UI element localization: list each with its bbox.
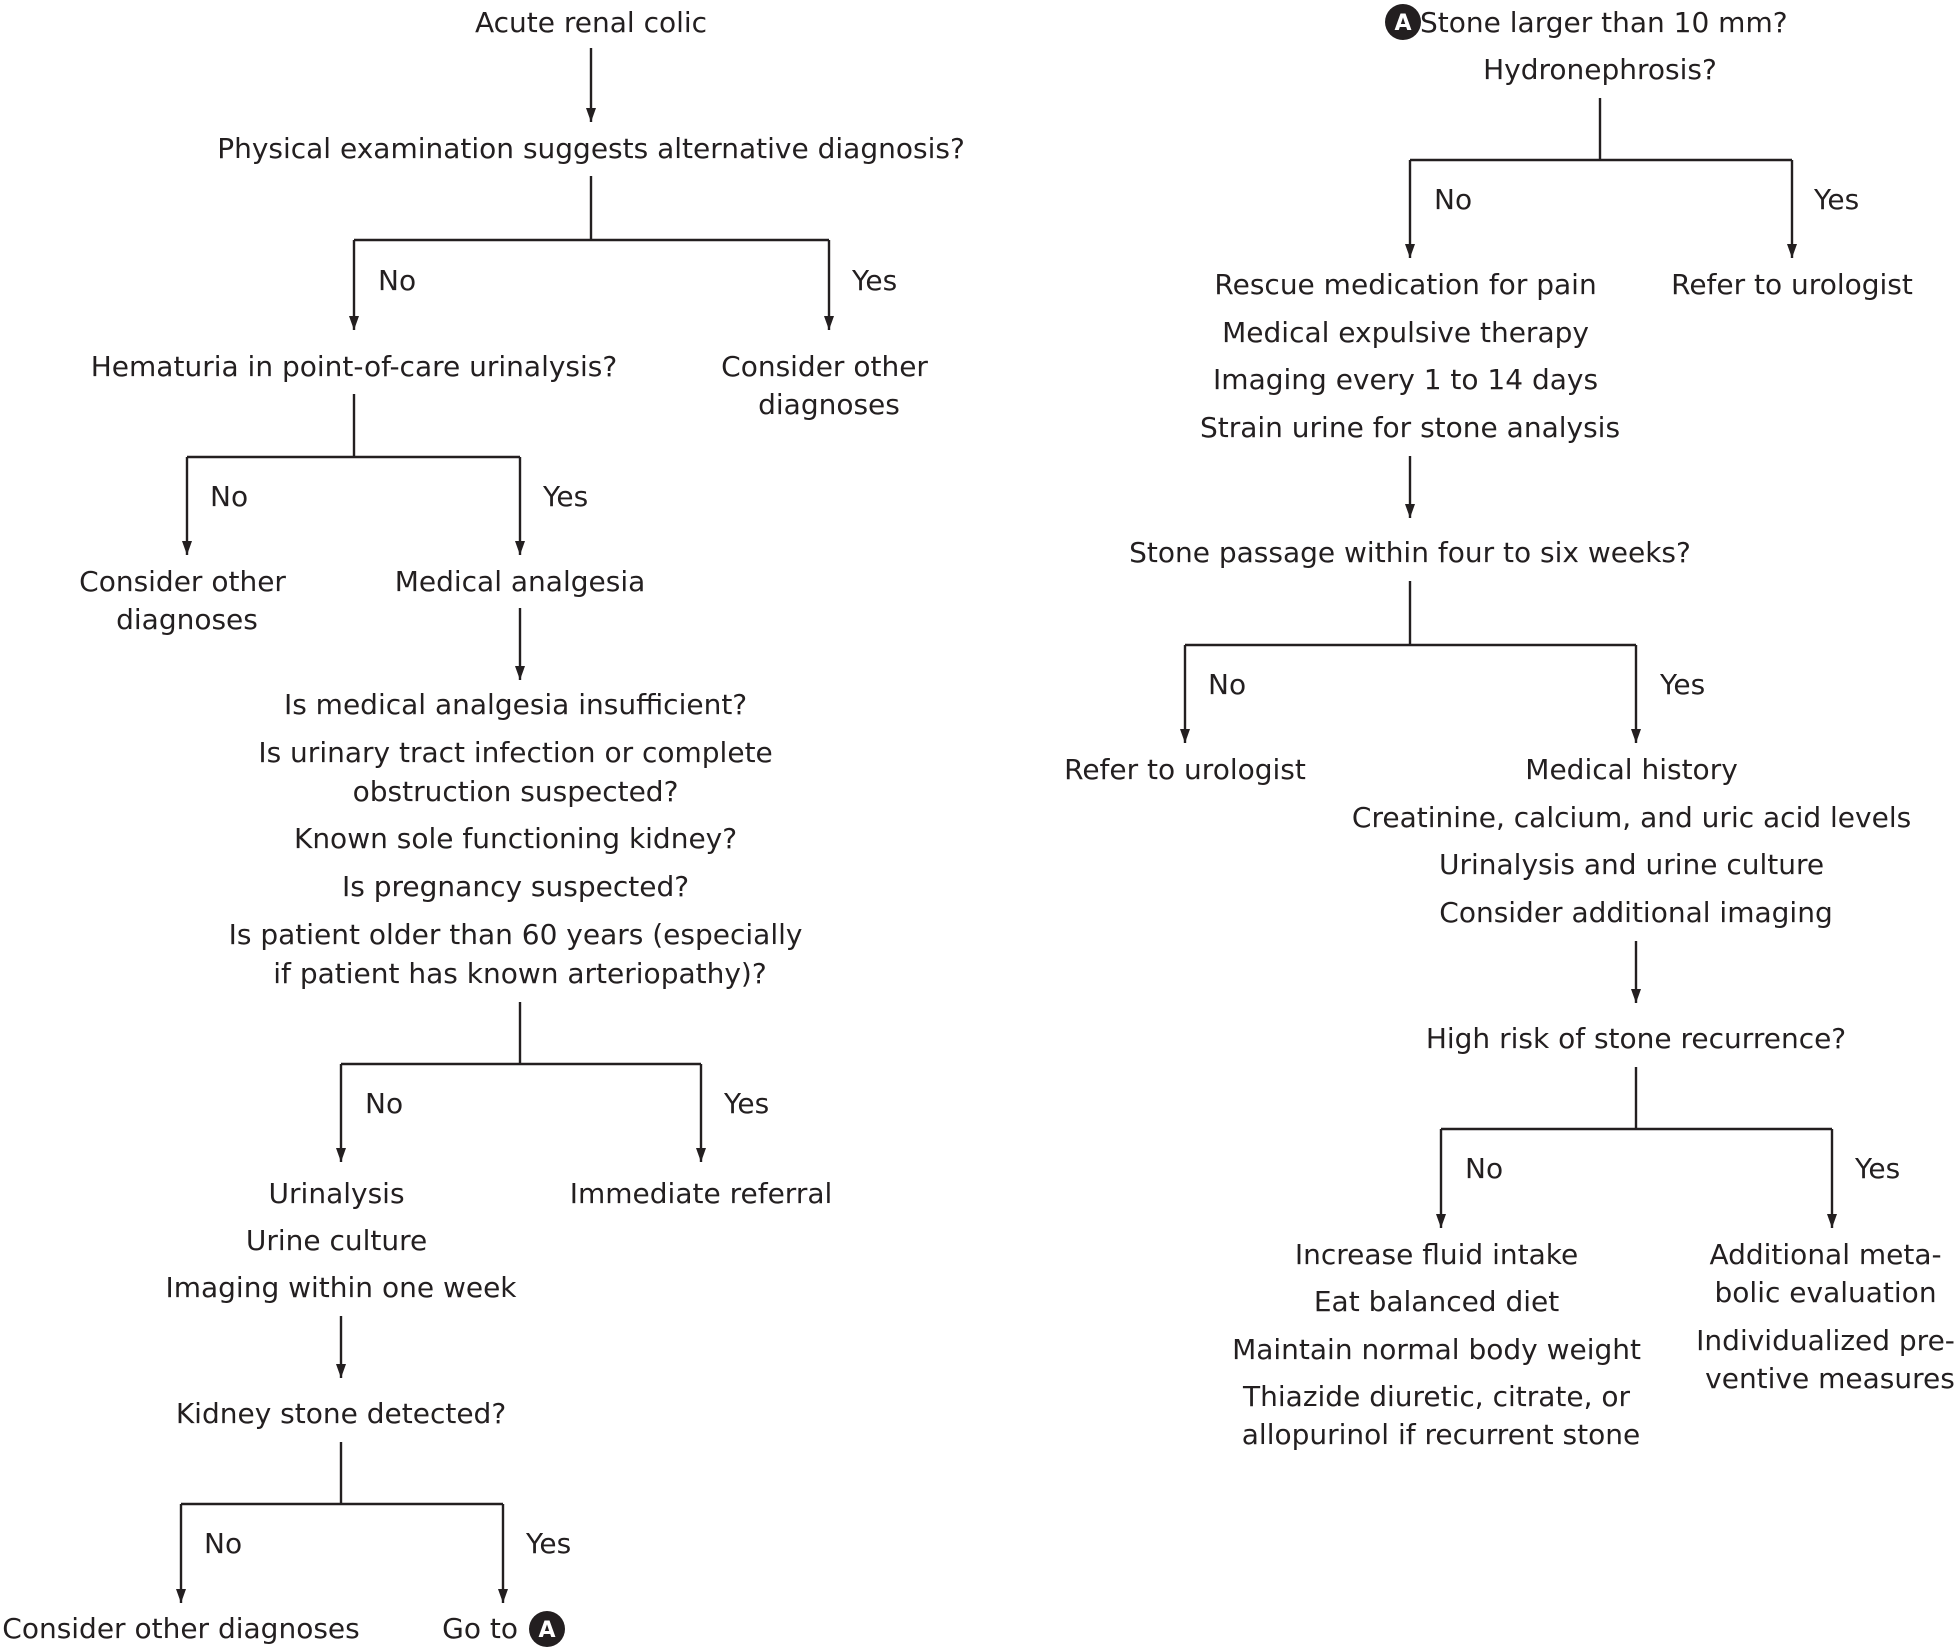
badge-letter: A (1394, 11, 1411, 36)
consider-other-diagnoses-3: Consider other diagnoses (2, 1612, 359, 1645)
immediate-referral-node: Immediate referral (570, 1177, 833, 1210)
question-hydronephrosis: Hydronephrosis? (1483, 53, 1717, 86)
conservative-management-node: Rescue medication for pain Medical expul… (1200, 268, 1620, 444)
start-node: Acute renal colic (475, 6, 707, 39)
label-no: No (378, 264, 416, 297)
consider-other-diagnoses-1: Consider other diagnoses (721, 350, 937, 421)
label-no: No (210, 480, 248, 513)
label-no: No (365, 1087, 403, 1120)
label-yes: Yes (542, 480, 588, 513)
medical-analgesia-node: Medical analgesia (395, 565, 646, 598)
metabolic-evaluation-node: Additional meta- bolic evaluation Indivi… (1696, 1238, 1960, 1395)
red-flag-questions: Is medical analgesia insufficient? Is ur… (229, 688, 812, 990)
refer-urologist-node-1: Refer to urologist (1671, 268, 1913, 301)
go-to-label: Go to (442, 1612, 518, 1645)
label-no: No (1208, 668, 1246, 701)
label-yes: Yes (1813, 183, 1859, 216)
prevention-measures-node: Increase fluid intake Eat balanced diet … (1232, 1238, 1650, 1451)
medical-history-node: Medical history Creatinine, calcium, and… (1352, 753, 1920, 929)
go-to-a-badge-icon: A (529, 1611, 565, 1647)
question-hematuria: Hematuria in point-of-care urinalysis? (91, 350, 618, 383)
badge-circle (1385, 4, 1421, 40)
label-no: No (1465, 1152, 1503, 1185)
question-stone-detected: Kidney stone detected? (176, 1397, 506, 1430)
question-stone-larger: Stone larger than 10 mm? (1420, 6, 1788, 39)
consider-other-diagnoses-2: Consider other diagnoses (79, 565, 295, 636)
label-yes: Yes (723, 1087, 769, 1120)
badge-letter: A (538, 1618, 555, 1643)
workup-node: Urinalysis Urine culture Imaging within … (165, 1177, 517, 1304)
question-stone-passage: Stone passage within four to six weeks? (1129, 536, 1691, 569)
label-no: No (204, 1527, 242, 1560)
refer-urologist-node-2: Refer to urologist (1064, 753, 1306, 786)
label-yes: Yes (1659, 668, 1705, 701)
question-recurrence-risk: High risk of stone recurrence? (1426, 1022, 1846, 1055)
badge-circle (529, 1611, 565, 1647)
question-physical-exam: Physical examination suggests alternativ… (217, 132, 965, 165)
label-yes: Yes (525, 1527, 571, 1560)
label-no: No (1434, 183, 1472, 216)
label-yes: Yes (851, 264, 897, 297)
label-yes: Yes (1854, 1152, 1900, 1185)
start-a-badge-icon: A (1385, 4, 1421, 40)
